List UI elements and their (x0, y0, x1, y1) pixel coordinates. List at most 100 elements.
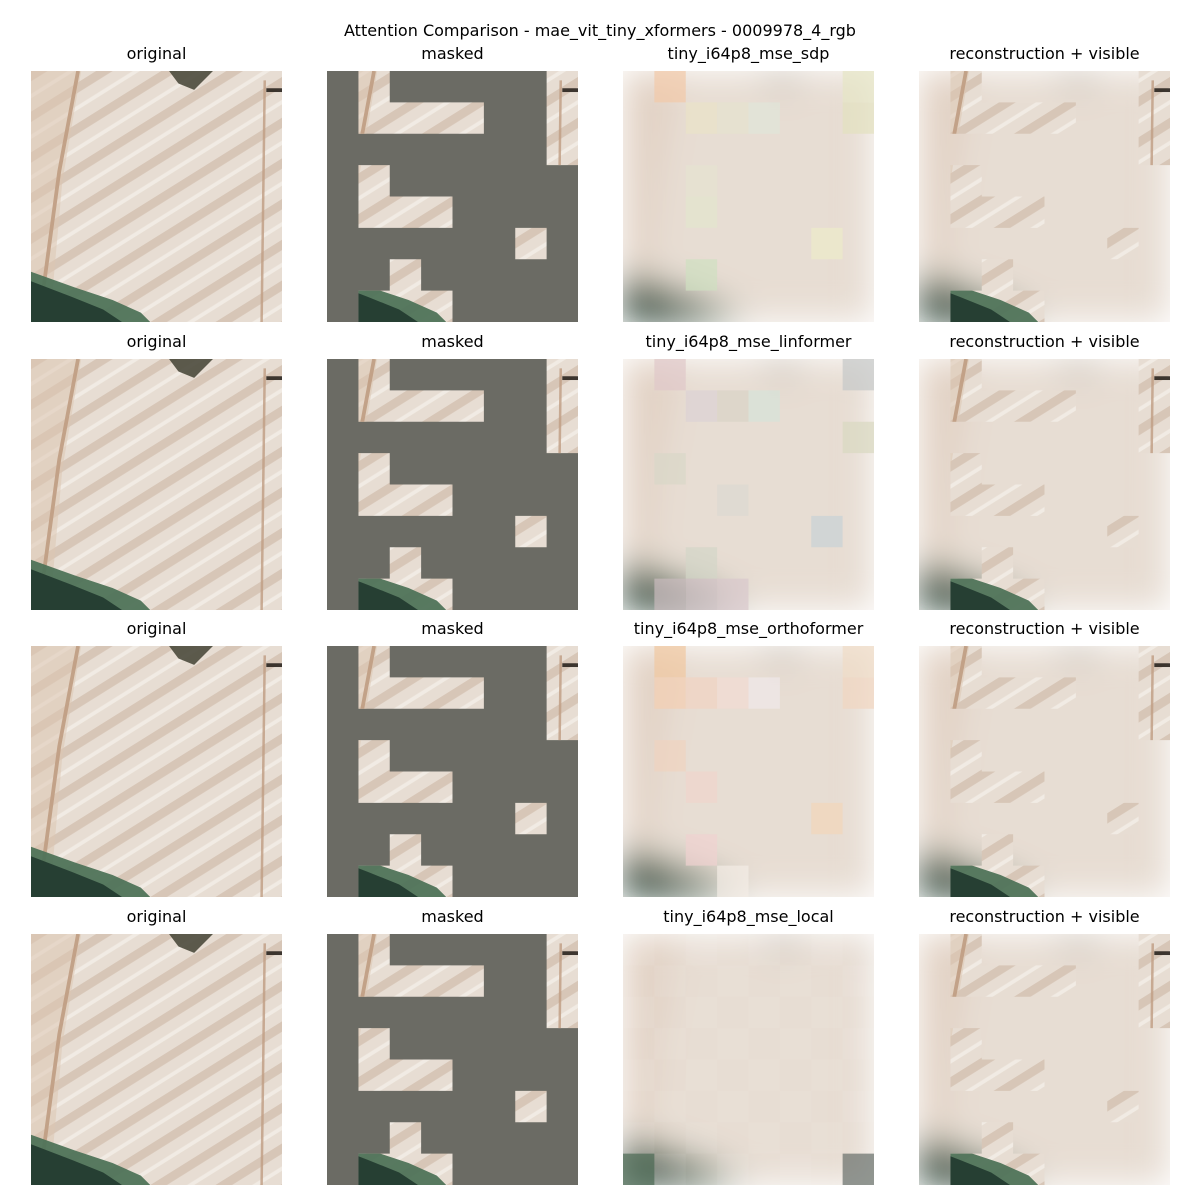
patch-tint (685, 165, 718, 197)
top-right-structure (562, 376, 578, 381)
right-road (852, 368, 858, 610)
warm-band (358, 359, 378, 610)
patch-cell (654, 1153, 686, 1185)
road-line (358, 934, 376, 1151)
dark-vegetation-top (761, 646, 805, 665)
right-road (852, 943, 858, 1185)
patch-tint (654, 453, 686, 485)
patch-tint (842, 646, 874, 678)
road-line (633, 359, 672, 576)
reconstruction-image (623, 934, 874, 1185)
road-line (358, 646, 376, 863)
patch-cell (717, 1153, 749, 1185)
panel-title: reconstruction + visible (949, 332, 1140, 351)
vegetation-dark (623, 856, 714, 897)
patch-cell (685, 934, 718, 966)
patch-tint (685, 102, 718, 134)
patch-tint (685, 578, 718, 610)
patch-tint (685, 196, 718, 228)
dark-vegetation-top (761, 71, 805, 90)
patch-tint (717, 390, 749, 422)
vegetation-dark (31, 281, 122, 322)
patch-tint (717, 865, 749, 897)
original-image (31, 646, 282, 897)
warm-band (950, 934, 970, 1185)
road-line (950, 71, 968, 288)
patch-tint (685, 547, 718, 579)
top-right-structure (562, 951, 578, 956)
dark-vegetation-top (761, 359, 805, 378)
vegetation-green (358, 846, 447, 897)
road-line (358, 71, 376, 288)
patch-tint (748, 677, 780, 709)
patch-cell (654, 1090, 686, 1123)
panel-title: original (126, 907, 187, 926)
patch-tint (685, 677, 718, 709)
panel-title: reconstruction + visible (949, 907, 1140, 926)
patch-tint (842, 71, 874, 103)
patch-cell (811, 996, 843, 1029)
top-right-structure (562, 88, 578, 93)
patch-tint (654, 578, 686, 610)
dark-vegetation-top (1057, 934, 1101, 953)
vegetation-dark (358, 1144, 418, 1185)
panel-title: masked (421, 332, 484, 351)
vegetation-dark (950, 569, 1010, 610)
patch-cell (842, 1090, 874, 1123)
patch-cell (748, 1122, 780, 1154)
panel-title: masked (421, 44, 484, 63)
patch-tint (717, 677, 749, 709)
warm-band (358, 934, 378, 1185)
patch-cell (779, 965, 812, 997)
patch-cell (842, 1153, 874, 1185)
masked-image (327, 934, 578, 1185)
panel-title: original (126, 619, 187, 638)
patch-cell (623, 934, 655, 966)
vegetation-green (950, 846, 1039, 897)
patch-cell (717, 1090, 749, 1123)
patch-cell (717, 965, 749, 997)
patch-tint (842, 421, 874, 454)
patch-cell (811, 1122, 843, 1154)
patch-tint (811, 227, 843, 260)
patch-cell (811, 1059, 843, 1091)
reconstruction-image (623, 646, 874, 897)
patch-cell (779, 1090, 812, 1123)
dark-vegetation-top (169, 71, 213, 90)
reconstruction-visible-image (919, 359, 1170, 610)
patch-cell (685, 996, 718, 1029)
top-right-structure (266, 663, 282, 668)
patch-cell (623, 996, 655, 1029)
vegetation-dark (358, 281, 418, 322)
panel-title: original (126, 44, 187, 63)
original-image (31, 359, 282, 610)
top-right-structure (266, 88, 282, 93)
road-line (41, 934, 80, 1151)
patch-tint (685, 259, 718, 291)
panel-title: tiny_i64p8_mse_orthoformer (633, 619, 864, 638)
right-road (260, 80, 266, 322)
dark-vegetation-top (1057, 359, 1101, 378)
panel-title: reconstruction + visible (949, 619, 1140, 638)
patch-cell (685, 1059, 718, 1091)
vegetation-dark (950, 1144, 1010, 1185)
warm-band (358, 71, 378, 322)
patch-tint (717, 484, 749, 516)
panel-title: tiny_i64p8_mse_local (663, 907, 834, 926)
patch-tint (654, 359, 686, 391)
masked-image (327, 359, 578, 610)
vegetation-dark (31, 569, 122, 610)
top-right-structure (1154, 376, 1170, 381)
right-road (260, 943, 266, 1185)
top-right-structure (1154, 951, 1170, 956)
patch-cell (779, 1153, 812, 1185)
road-line (633, 934, 672, 1151)
panel-title: masked (421, 619, 484, 638)
reconstruction-visible-image (919, 934, 1170, 1185)
panel-title: original (126, 332, 187, 351)
patch-cell (842, 965, 874, 997)
road-line (41, 71, 80, 288)
original-image (31, 934, 282, 1185)
patch-cell (685, 1122, 718, 1154)
patch-tint (685, 834, 718, 866)
